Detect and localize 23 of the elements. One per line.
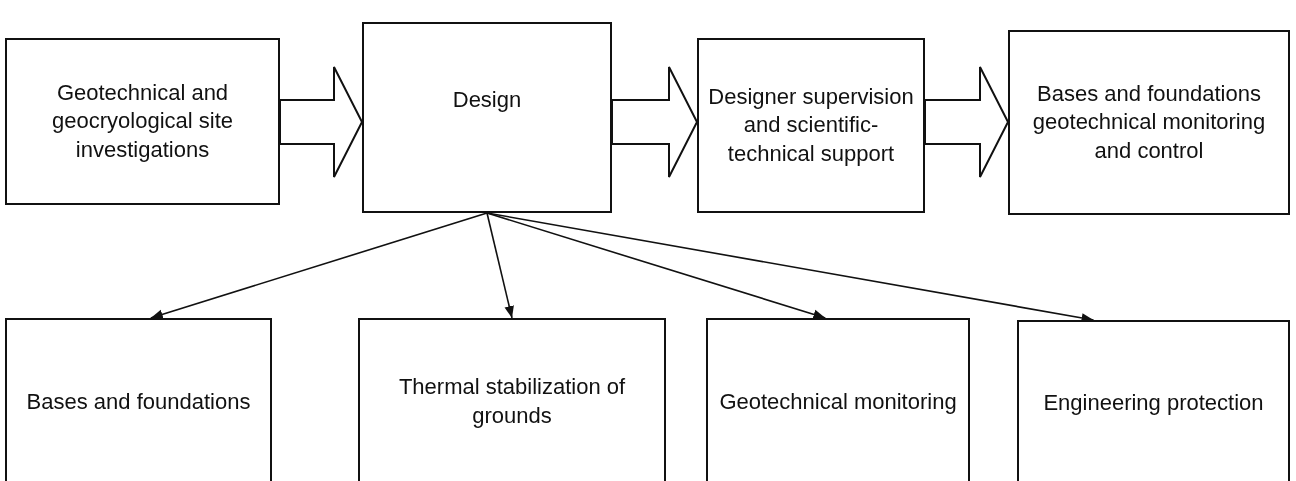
process-box	[1017, 320, 1290, 481]
process-box	[5, 38, 280, 205]
box-label: Design	[452, 86, 522, 115]
block-arrow	[611, 66, 699, 178]
process-box	[697, 38, 925, 213]
box-label: Designer supervision and scientific-technical support	[707, 82, 915, 168]
process-box	[5, 318, 272, 481]
box-label: Bases and foundations	[26, 387, 251, 416]
process-box	[358, 318, 666, 481]
box-label: Geotechnical monitoring	[719, 387, 957, 416]
arrow	[486, 212, 1095, 323]
block-arrow	[279, 66, 364, 178]
arrow	[486, 212, 827, 320]
box-label: Bases and foundations geotechnical monitoring and control	[1031, 79, 1267, 165]
box-label: Thermal stabilization of grounds	[397, 373, 627, 430]
process-box	[1008, 30, 1290, 215]
process-box	[362, 22, 612, 213]
box-label: Engineering protection	[1043, 388, 1264, 417]
block-arrow	[924, 66, 1010, 178]
arrow	[150, 212, 488, 319]
arrow	[486, 212, 514, 319]
box-label: Geotechnical and geocryological site investigations	[51, 78, 234, 164]
process-box	[706, 318, 970, 481]
